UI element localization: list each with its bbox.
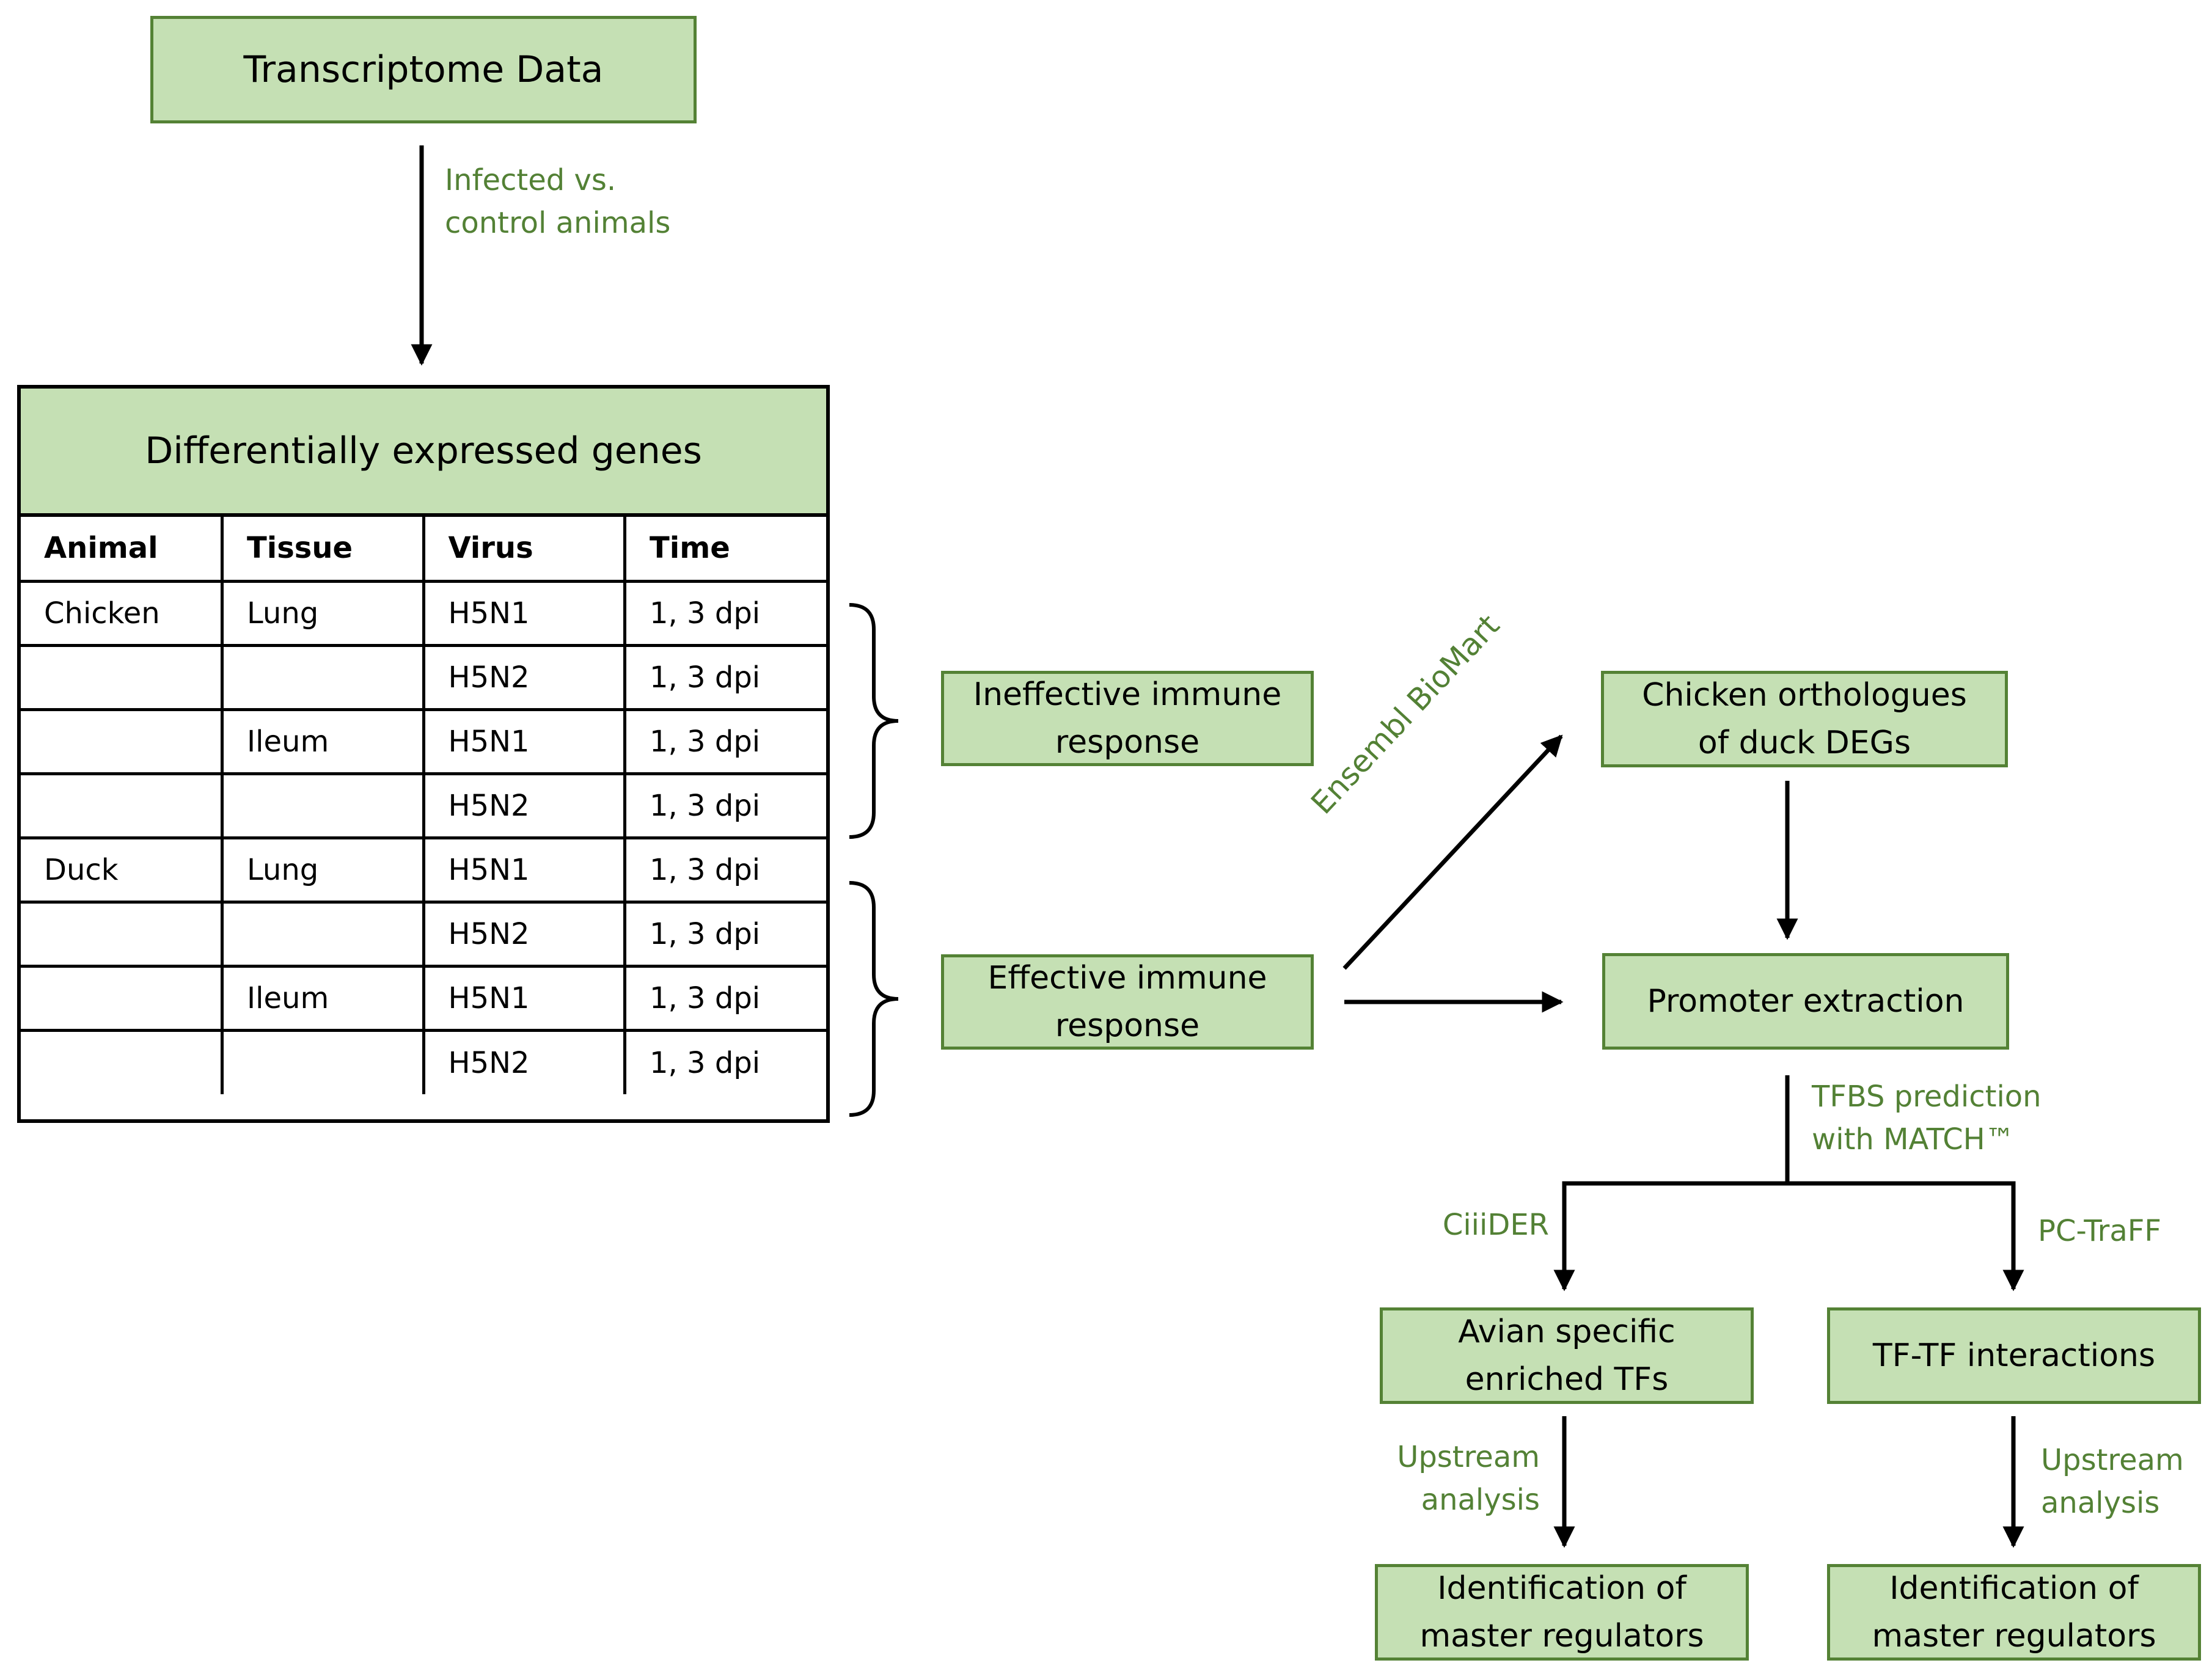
node-orthologues-label: Chicken orthologues of duck DEGs [1642, 677, 1967, 761]
column-header: Virus [422, 517, 626, 583]
cell-virus: H5N2 [422, 772, 626, 839]
node-effective-immune-response: Effective immune response [941, 954, 1314, 1050]
column-header: Animal [21, 517, 224, 583]
label-infected-vs-control: Infected vs. control animals [445, 163, 671, 240]
cell-virus: H5N1 [422, 579, 626, 647]
node-transcriptome-data-label: Transcriptome Data [243, 48, 604, 91]
node-master-right-label: Identification of master regulators [1872, 1570, 2156, 1654]
cell-tissue: Lung [221, 579, 425, 647]
cell-virus: H5N1 [422, 836, 626, 904]
deg-table-grid: Animal Tissue Virus Time Chicken Lung H5… [21, 517, 826, 1094]
node-avian-label: Avian specific enriched TFs [1458, 1314, 1675, 1398]
table-row: H5N2 1, 3 dpi [21, 643, 826, 711]
label-upstream-analysis-left: Upstream analysis [1397, 1440, 1540, 1517]
cell-tissue: Ileum [221, 707, 425, 775]
cell-virus: H5N2 [422, 1028, 626, 1094]
cell-animal [21, 643, 224, 711]
brace-chicken [849, 603, 899, 839]
table-row: H5N2 1, 3 dpi [21, 772, 826, 839]
node-tf-tf-interactions: TF-TF interactions [1827, 1307, 2201, 1404]
arrow-split-left [1553, 1181, 1787, 1292]
deg-table-title: Differentially expressed genes [21, 389, 826, 517]
label-upstream-analysis-right: Upstream analysis [2041, 1443, 2184, 1520]
cell-tissue [221, 643, 425, 711]
cell-tissue: Lung [221, 836, 425, 904]
cell-animal [21, 707, 224, 775]
cell-virus: H5N1 [422, 707, 626, 775]
node-master-left-label: Identification of master regulators [1419, 1570, 1704, 1654]
node-promoter-extraction: Promoter extraction [1602, 953, 2009, 1050]
arrow-split-right [1787, 1181, 2024, 1292]
cell-animal [21, 1028, 224, 1094]
cell-time: 1, 3 dpi [623, 707, 826, 775]
cell-tissue [221, 772, 425, 839]
cell-tissue: Ileum [221, 964, 425, 1032]
column-header: Tissue [221, 517, 425, 583]
table-header-row: Animal Tissue Virus Time [21, 517, 826, 583]
cell-animal [21, 772, 224, 839]
cell-animal: Duck [21, 836, 224, 904]
table-row: Ileum H5N1 1, 3 dpi [21, 964, 826, 1032]
cell-time: 1, 3 dpi [623, 900, 826, 968]
column-header: Time [623, 517, 826, 583]
cell-time: 1, 3 dpi [623, 643, 826, 711]
table-row: Duck Lung H5N1 1, 3 dpi [21, 836, 826, 904]
cell-animal: Chicken [21, 579, 224, 647]
cell-tissue [221, 1028, 425, 1094]
node-ineffective-label: Ineffective immune response [973, 676, 1282, 761]
table-row: Ileum H5N1 1, 3 dpi [21, 707, 826, 775]
cell-virus: H5N1 [422, 964, 626, 1032]
node-chicken-orthologues: Chicken orthologues of duck DEGs [1601, 671, 2008, 767]
node-transcriptome-data: Transcriptome Data [150, 16, 697, 123]
label-ciider: CiiiDER [1442, 1208, 1549, 1242]
cell-tissue [221, 900, 425, 968]
cell-time: 1, 3 dpi [623, 772, 826, 839]
arrow-effective-to-orthologues [1342, 734, 1563, 970]
node-master-regulators-left: Identification of master regulators [1375, 1564, 1749, 1661]
cell-virus: H5N2 [422, 643, 626, 711]
node-master-regulators-right: Identification of master regulators [1827, 1564, 2201, 1661]
cell-animal [21, 900, 224, 968]
node-promoter-label: Promoter extraction [1647, 983, 1965, 1020]
cell-time: 1, 3 dpi [623, 1028, 826, 1094]
cell-virus: H5N2 [422, 900, 626, 968]
table-row: H5N2 1, 3 dpi [21, 900, 826, 968]
node-effective-label: Effective immune response [987, 960, 1267, 1044]
cell-time: 1, 3 dpi [623, 964, 826, 1032]
cell-time: 1, 3 dpi [623, 836, 826, 904]
node-avian-specific-enriched-tfs: Avian specific enriched TFs [1380, 1307, 1754, 1404]
table-row: H5N2 1, 3 dpi [21, 1028, 826, 1094]
brace-duck [849, 881, 899, 1117]
cell-time: 1, 3 dpi [623, 579, 826, 647]
label-tfbs-prediction: TFBS prediction with MATCH™ [1812, 1080, 2042, 1157]
deg-table: Differentially expressed genes Animal Ti… [17, 385, 830, 1123]
table-row: Chicken Lung H5N1 1, 3 dpi [21, 579, 826, 647]
label-pc-traff: PC-TraFF [2038, 1214, 2162, 1248]
node-ineffective-immune-response: Ineffective immune response [941, 671, 1314, 766]
node-tftf-label: TF-TF interactions [1872, 1337, 2156, 1374]
cell-animal [21, 964, 224, 1032]
